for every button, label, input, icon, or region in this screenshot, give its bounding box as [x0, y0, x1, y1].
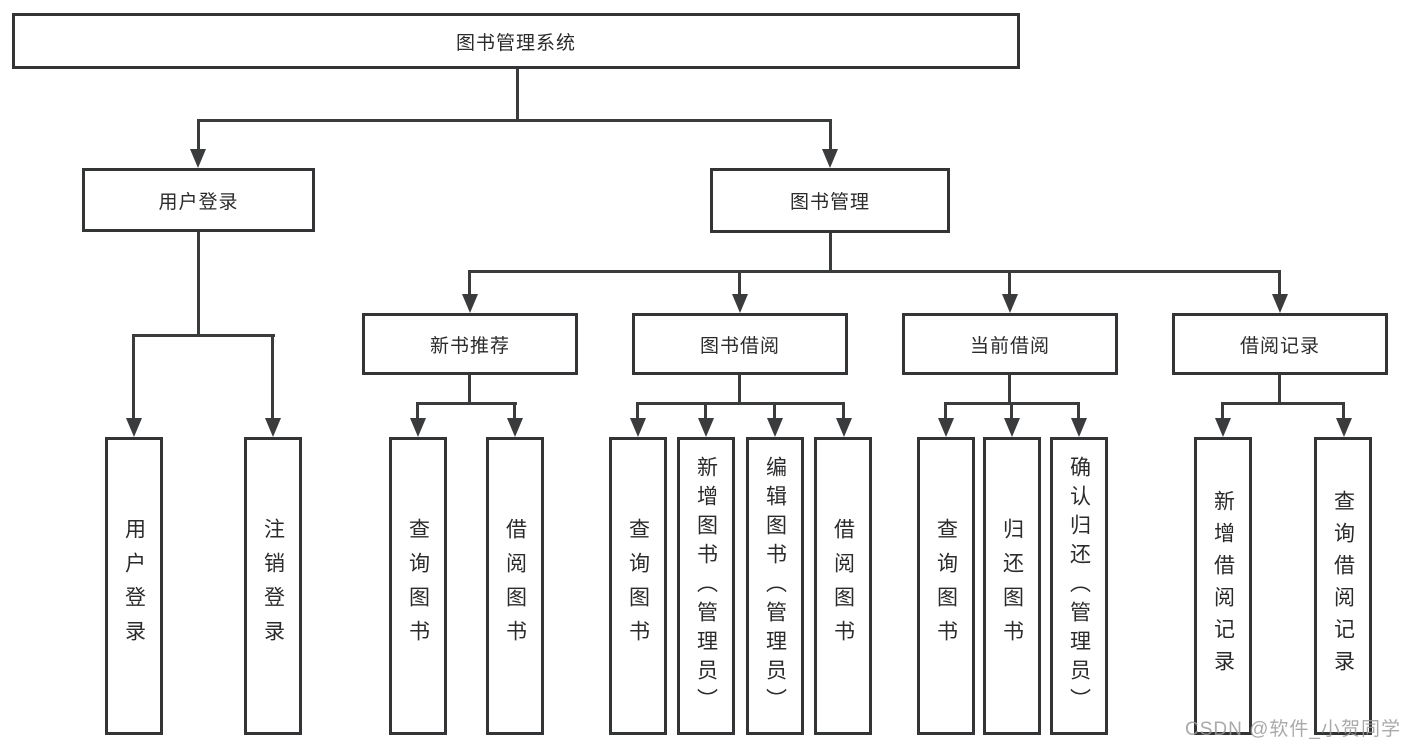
arrow-down: [1215, 418, 1231, 437]
connector-line: [704, 402, 707, 419]
arrow-down: [938, 418, 954, 437]
arrow-down: [836, 418, 852, 437]
leaf-label: 借阅图书: [503, 518, 527, 654]
connector-line: [1342, 402, 1345, 419]
connector-line: [829, 119, 832, 151]
arrow-down: [630, 418, 646, 437]
node-current-borrowing: 当前借阅: [902, 313, 1118, 375]
leaf-add-borrow-record: 新增借阅记录: [1194, 437, 1252, 735]
connector-line: [1077, 402, 1080, 419]
leaf-label: 用户登录: [122, 518, 146, 654]
connector-line: [1221, 402, 1224, 419]
leaf-return-books: 归还图书: [983, 437, 1041, 735]
connector-line: [468, 270, 1281, 273]
node-label: 图书借阅: [699, 335, 780, 357]
arrow-down: [1071, 418, 1087, 437]
connector-line: [738, 270, 741, 296]
connector-line: [468, 270, 471, 296]
connector-line: [513, 402, 516, 419]
connector-line: [738, 375, 741, 405]
leaf-label: 查询借阅记录: [1331, 490, 1355, 682]
connector-line: [132, 334, 275, 337]
connector-line: [636, 402, 639, 419]
leaf-logout: 注销登录: [244, 437, 302, 735]
leaf-edit-books-admin: 编辑图书（管理员）: [746, 437, 804, 735]
arrow-down: [410, 418, 426, 437]
arrow-down: [1272, 294, 1288, 313]
node-label: 当前借阅: [969, 335, 1050, 357]
node-book-borrowing: 图书借阅: [632, 313, 848, 375]
connector-line: [636, 402, 845, 405]
leaf-label: 新增借阅记录: [1211, 490, 1235, 682]
connector-line: [468, 375, 471, 405]
connector-line: [197, 119, 200, 151]
connector-line: [944, 402, 947, 419]
node-label: 图书管理: [789, 192, 870, 213]
leaf-query-borrow-record: 查询借阅记录: [1314, 437, 1372, 735]
arrow-down: [507, 418, 523, 437]
leaf-query-books-2: 查询图书: [609, 437, 667, 735]
leaf-label: 借阅图书: [831, 518, 855, 654]
leaf-label: 确认归还（管理员）: [1067, 455, 1091, 717]
connector-line: [1008, 270, 1011, 296]
leaf-add-books-admin: 新增图书（管理员）: [677, 437, 735, 735]
node-library-management-system: 图书管理系统: [12, 13, 1020, 69]
node-user-login: 用户登录: [82, 168, 315, 232]
connector-line: [1010, 402, 1013, 419]
connector-line: [271, 334, 274, 420]
connector-line: [197, 232, 200, 335]
arrow-down: [732, 294, 748, 313]
arrow-down: [822, 149, 838, 168]
arrow-down: [265, 418, 281, 437]
connector-line: [197, 119, 832, 122]
arrow-down: [1004, 418, 1020, 437]
connector-line: [773, 402, 776, 419]
leaf-label: 查询图书: [934, 518, 958, 654]
node-book-management: 图书管理: [710, 168, 950, 233]
node-label: 新书推荐: [429, 335, 510, 357]
arrow-down: [767, 418, 783, 437]
connector-line: [416, 402, 419, 419]
connector-line: [416, 402, 517, 405]
leaf-label: 查询图书: [406, 518, 430, 654]
node-label: 借阅记录: [1239, 335, 1320, 357]
leaf-borrow-books-2: 借阅图书: [814, 437, 872, 735]
leaf-confirm-return-admin: 确认归还（管理员）: [1050, 437, 1108, 735]
leaf-query-books-3: 查询图书: [917, 437, 975, 735]
arrow-down: [126, 418, 142, 437]
node-new-book-recommendation: 新书推荐: [362, 313, 578, 375]
connector-line: [516, 68, 519, 120]
connector-line: [1221, 402, 1345, 405]
arrow-down: [190, 149, 206, 168]
arrow-down: [698, 418, 714, 437]
csdn-watermark: CSDN @软件_小贺同学: [1185, 719, 1401, 740]
arrow-down: [462, 294, 478, 313]
leaf-user-login: 用户登录: [105, 437, 163, 735]
node-borrowing-records: 借阅记录: [1172, 313, 1388, 375]
arrow-down: [1002, 294, 1018, 313]
leaf-label: 注销登录: [261, 518, 285, 654]
connector-line: [842, 402, 845, 419]
leaf-label: 编辑图书（管理员）: [763, 455, 787, 717]
connector-line: [1008, 375, 1011, 405]
connector-line: [132, 334, 135, 420]
connector-line: [829, 233, 832, 273]
connector-line: [1278, 375, 1281, 405]
leaf-label: 查询图书: [626, 518, 650, 654]
arrow-down: [1336, 418, 1352, 437]
node-label: 用户登录: [158, 191, 239, 213]
leaf-borrow-books-1: 借阅图书: [486, 437, 544, 735]
leaf-query-books-1: 查询图书: [389, 437, 447, 735]
leaf-label: 新增图书（管理员）: [694, 455, 718, 717]
connector-line: [1278, 270, 1281, 296]
leaf-label: 归还图书: [1000, 518, 1024, 654]
node-label: 图书管理系统: [455, 32, 576, 54]
